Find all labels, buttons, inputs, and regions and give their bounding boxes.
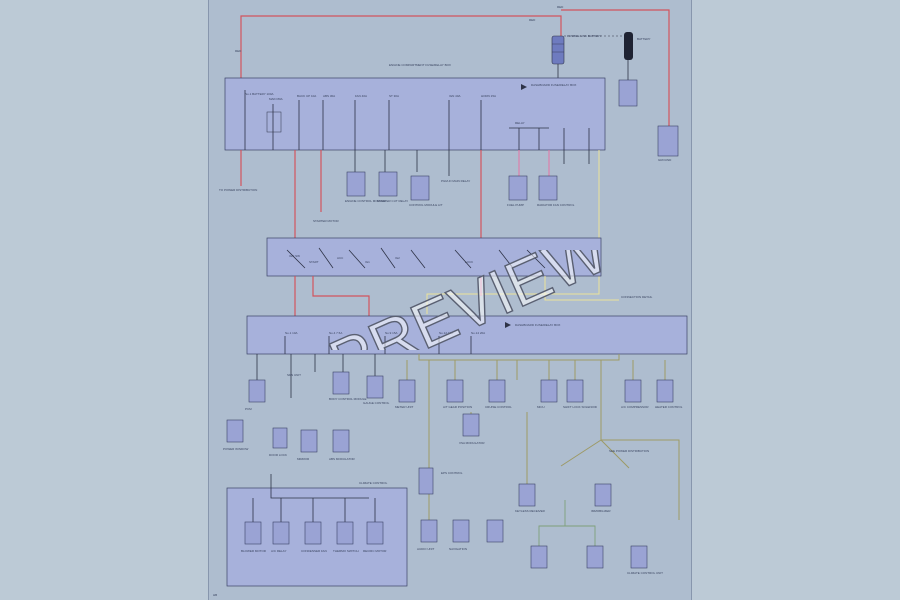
lower-module-boxes [226,371,674,569]
engine-fuse-labels: No.1 BATTERY 100A MAIN 80A BACK UP 10A A… [245,92,496,101]
sheet-id: HB [213,593,217,597]
svg-text:No.9 15A: No.9 15A [385,331,398,335]
ground-label: GROUND [658,158,672,162]
svg-text:EPS CONTROL: EPS CONTROL [441,471,463,475]
inset-title: CLIMATE CONTROL [359,481,388,485]
engine-output-module-2 [378,171,398,197]
svg-text:AUDIO UNIT: AUDIO UNIT [417,547,435,551]
svg-text:ENGINE CONTROL MODULE: ENGINE CONTROL MODULE [345,199,386,203]
svg-text:PCM: PCM [245,407,252,411]
svg-text:No.1 BATTERY 100A: No.1 BATTERY 100A [245,92,274,96]
svg-text:MICU: MICU [537,405,545,409]
svg-text:IGN SW: IGN SW [289,254,300,258]
internal-relay [266,111,282,133]
battery-sensor-box [618,79,638,107]
engine-output-module-1 [346,171,366,197]
svg-text:NAVIGATION: NAVIGATION [449,547,467,551]
branch-note: SEE POWER DISTRIBUTION [609,449,649,453]
svg-text:No.14 20A: No.14 20A [471,331,485,335]
relay-labels: IGN SW START ACC IG1 IG2 LOCK [289,254,473,264]
svg-text:THERMO SWITCH: THERMO SWITCH [333,549,359,553]
wire-label-left: RED [235,49,242,53]
svg-text:A/C RELAY: A/C RELAY [271,549,286,553]
svg-text:CONDENSER FAN: CONDENSER FAN [301,549,327,553]
engine-output-module-5 [538,175,558,201]
svg-text:RELAY: RELAY [515,121,525,125]
fusible-link [551,35,565,65]
battery-label: BATTERY [637,37,651,41]
svg-text:CRUISE CONTROL: CRUISE CONTROL [485,405,512,409]
svg-text:MIRROR: MIRROR [297,457,310,461]
svg-text:KEYLESS RECEIVER: KEYLESS RECEIVER [515,509,546,513]
svg-text:GAUGE CONTROL: GAUGE CONTROL [363,401,390,405]
sub-note: CONNECTION DETAIL [621,295,653,299]
svg-text:IG1: IG1 [365,260,370,264]
svg-text:BODY CONTROL MODULE: BODY CONTROL MODULE [329,397,367,401]
svg-text:FAN 40A: FAN 40A [355,94,367,98]
engine-compartment-fuse-box [224,77,606,151]
svg-text:STARTER CUT RELAY: STARTER CUT RELAY [377,199,408,203]
svg-text:LOCK: LOCK [465,260,473,264]
svg-text:SRS UNIT: SRS UNIT [287,373,301,377]
svg-text:FUEL PUMP: FUEL PUMP [507,203,524,207]
svg-text:ABS 30A: ABS 30A [323,94,335,98]
wiring-diagram-sheet: RED RED RED FUSIBLE LINK BATTERY BATTERY… [208,0,692,600]
dash-box-title: DASHBOARD FUSE/RELAY BOX [515,323,560,327]
svg-text:MAIN 80A: MAIN 80A [269,97,283,101]
engine-output-module-3 [410,175,430,201]
svg-text:VSA MODULATOR: VSA MODULATOR [459,441,485,445]
lower-module-labels: PCM SRS UNIT BODY CONTROL MODULE GAUGE C… [223,373,683,575]
inset-item-labels: BLOWER MOTOR A/C RELAY CONDENSER FAN THE… [241,549,387,553]
dash-fuse-labels: No.1 10A No.4 7.5A No.9 15A No.12 10A No… [285,331,485,335]
svg-text:RADIATOR FAN CONTROL: RADIATOR FAN CONTROL [537,203,575,207]
engine-output-module-4 [508,175,528,201]
svg-text:HEATER CONTROL: HEATER CONTROL [655,405,683,409]
svg-text:ABS MODULATOR: ABS MODULATOR [329,457,356,461]
svg-text:IGN 40A: IGN 40A [449,94,461,98]
battery-icon [624,32,633,60]
svg-text:RECIRC MOTOR: RECIRC MOTOR [363,549,387,553]
svg-text:CLIMATE CONTROL UNIT: CLIMATE CONTROL UNIT [627,571,663,575]
svg-text:A/C COMPRESSOR: A/C COMPRESSOR [621,405,649,409]
dash-side-label: DASHBOARD FUSE/RELAY BOX [531,83,576,87]
svg-text:IMMOBILIZER: IMMOBILIZER [591,509,611,513]
engine-box-title: ENGINE COMPARTMENT FUSE/RELAY BOX [389,63,451,67]
svg-text:BLOWER MOTOR: BLOWER MOTOR [241,549,267,553]
svg-text:ACC: ACC [337,256,344,260]
relay-panel [266,237,602,277]
wiring-diagram: RED RED RED FUSIBLE LINK BATTERY BATTERY… [213,5,688,597]
battery-ground-wire [561,9,670,126]
svg-text:No.1 10A: No.1 10A [285,331,298,335]
svg-text:IG2: IG2 [395,256,400,260]
svg-text:PGM-FI MAIN RELAY: PGM-FI MAIN RELAY [441,179,470,183]
wire-label-top-2: RED [557,5,564,9]
ground-box [657,125,679,157]
svg-text:BACK UP 10A: BACK UP 10A [297,94,316,98]
wire-label-top: RED [529,18,536,22]
starter-label: STARTER MOTOR [313,219,340,223]
inset-module-boxes [244,521,384,545]
svg-text:HORN 15A: HORN 15A [481,94,496,98]
svg-text:No.4 7.5A: No.4 7.5A [329,331,342,335]
svg-text:No.12 10A: No.12 10A [439,331,453,335]
svg-text:DOOR LOCK: DOOR LOCK [269,453,287,457]
to-feed-label: TO POWER DISTRIBUTION [219,188,257,192]
svg-text:SHIFT LOCK SOLENOID: SHIFT LOCK SOLENOID [563,405,598,409]
svg-text:METER UNIT: METER UNIT [395,405,414,409]
svg-text:POWER WINDOW: POWER WINDOW [223,447,248,451]
svg-text:ST 30A: ST 30A [389,94,399,98]
svg-text:CONTROL MODULE A/T: CONTROL MODULE A/T [409,203,443,207]
svg-text:START: START [309,260,319,264]
dashboard-fuse-box [246,315,688,355]
svg-text:A/T GEAR POSITION: A/T GEAR POSITION [443,405,472,409]
